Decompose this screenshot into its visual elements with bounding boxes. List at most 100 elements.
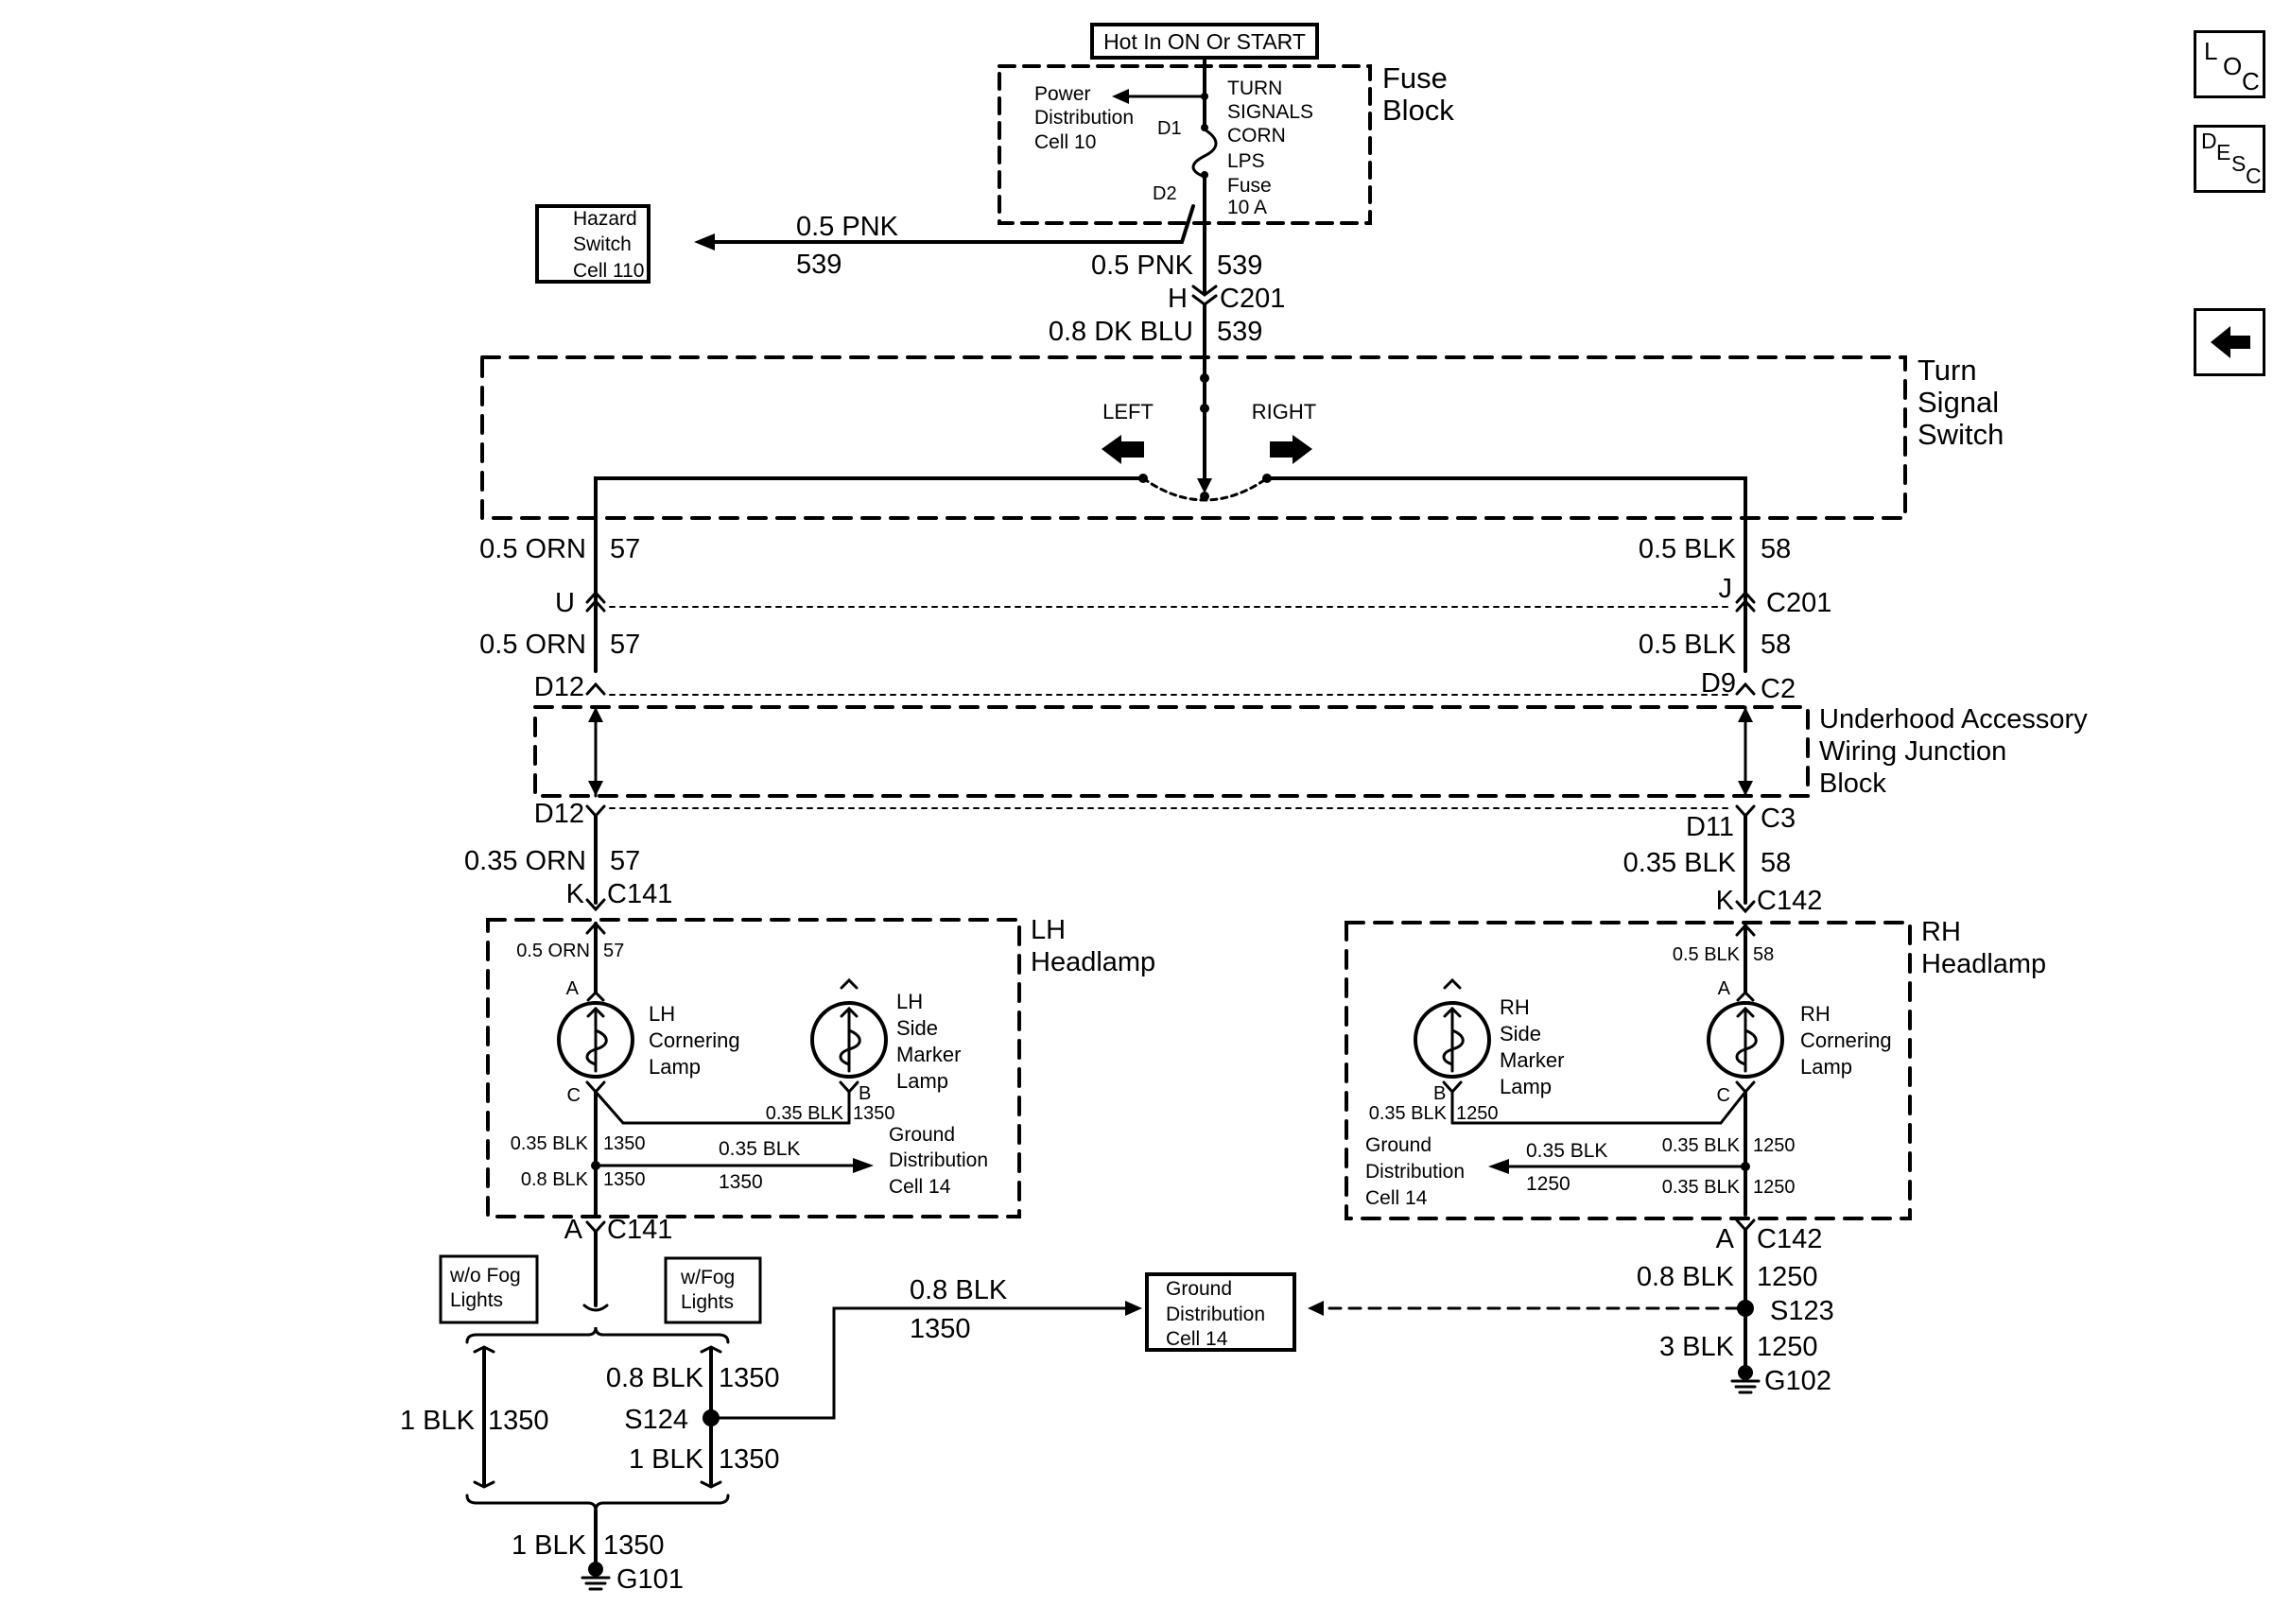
right-connector-c2: C2 — [1761, 674, 1796, 704]
link-circuit-label: 1350 — [910, 1314, 971, 1344]
left-connector-c141: C141 — [607, 879, 672, 909]
hazard-wire-label: 0.5 PNK — [796, 212, 899, 242]
loc-letter-c: C — [2242, 67, 2260, 95]
left-pin-d12-top: D12 — [534, 672, 584, 702]
splice-s124 — [703, 1409, 720, 1426]
left-circuit-1: 57 — [610, 534, 640, 564]
right-pin-j: J — [1719, 574, 1733, 604]
w-fog-box — [664, 1256, 762, 1324]
hazard-circuit-label: 539 — [796, 250, 842, 280]
option-brace-bottom — [465, 1494, 730, 1512]
lh-ref-circuit: 1350 — [719, 1171, 763, 1193]
location-button[interactable]: L O C — [2194, 30, 2265, 98]
rh-pin-a: A — [1718, 978, 1731, 999]
rh-side-ground-wire — [1450, 1090, 1747, 1125]
rh-in-circuit: 58 — [1753, 944, 1774, 965]
right-pin-d11: D11 — [1686, 812, 1734, 842]
fuse-icon — [1191, 128, 1218, 179]
left-arrow-icon — [1102, 435, 1144, 464]
rh-side-marker-lamp-label: RH Side Marker Lamp — [1500, 995, 1570, 1098]
fuse-pin-d2: D2 — [1153, 183, 1177, 204]
rh-ref-wire: 0.35 BLK — [1526, 1140, 1607, 1162]
feed-wire-1: 0.5 PNK — [1091, 251, 1194, 281]
lh-side-marker-lamp-icon — [810, 1001, 888, 1079]
rh-ground-circuit-2: 1250 — [1757, 1332, 1818, 1362]
rh-side-wire: 0.35 BLK — [1369, 1103, 1448, 1124]
back-button[interactable] — [2194, 308, 2265, 376]
fuse-block-box — [998, 64, 1372, 225]
switch-travel-arc — [1141, 476, 1269, 502]
lh-side-wire: 0.35 BLK — [766, 1103, 844, 1124]
lh-side-circuit: 1350 — [853, 1103, 895, 1124]
lh-ground-ref-arrow — [853, 1158, 874, 1173]
rh-pin-b: B — [1433, 1083, 1446, 1104]
g101-wire: 1 BLK — [512, 1530, 587, 1561]
splice-s124-label: S124 — [624, 1405, 688, 1435]
left-c141-connector-icon — [585, 898, 606, 912]
rh-ground-wire-2: 3 BLK — [1659, 1332, 1735, 1362]
feed-wire-2: 0.8 DK BLU — [1049, 317, 1193, 347]
lh-side-marker-lamp-label: LH Side Marker Lamp — [896, 990, 967, 1093]
lh-gnd2-wire: 0.8 BLK — [521, 1169, 589, 1190]
right-connector-c3: C3 — [1761, 803, 1796, 834]
splice-s123 — [1737, 1300, 1754, 1317]
right-wire-2: 0.5 BLK — [1639, 630, 1737, 660]
desc-letter-s: S — [2231, 151, 2247, 176]
rh-out-pin: A — [1716, 1224, 1735, 1254]
right-circuit-3: 58 — [1761, 848, 1791, 878]
lh-cornering-ground-wire — [594, 1090, 851, 1125]
left-c2-connector-icon — [585, 682, 606, 696]
right-wire-1: 0.5 BLK — [1639, 534, 1737, 564]
power-distribution-ref: Power Distribution Cell 10 — [1034, 83, 1139, 153]
feed-connector: C201 — [1220, 284, 1285, 314]
w-fog-circuit-1: 1350 — [719, 1363, 780, 1393]
wo-fog-wire: 1 BLK — [400, 1406, 476, 1436]
wo-fog-label: w/o Fog Lights — [449, 1265, 527, 1311]
hazard-switch-label: Hazard Switch Cell 110 — [573, 208, 645, 282]
lh-pin-c: C — [567, 1085, 581, 1106]
right-connector-c142: C142 — [1757, 886, 1822, 916]
lh-gnd1-wire: 0.35 BLK — [511, 1133, 589, 1154]
description-button[interactable]: D E S C — [2194, 125, 2265, 193]
rh-headlamp-box — [1345, 921, 1912, 1220]
option-brace-top — [465, 1326, 730, 1344]
fuse-label: TURN SIGNALS CORN LPS Fuse 10 A — [1227, 78, 1319, 218]
lh-ref-wire: 0.35 BLK — [719, 1138, 800, 1160]
lh-in-wire: 0.5 ORN — [516, 941, 590, 961]
rh-gnd2-circuit: 1250 — [1753, 1177, 1796, 1198]
feed-pin: H — [1168, 284, 1188, 314]
rh-gnd1-circuit: 1250 — [1753, 1135, 1796, 1156]
right-connector-c201: C201 — [1766, 588, 1831, 618]
c201-feed-connector-icon — [1191, 285, 1218, 297]
rh-out-connector: C142 — [1757, 1224, 1822, 1254]
ground-distribution-label: Ground Distribution Cell 14 — [1166, 1278, 1271, 1350]
power-source-label: Hot In ON Or START — [1103, 29, 1306, 54]
left-circuit-3: 57 — [610, 846, 640, 876]
link-wire-label: 0.8 BLK — [910, 1275, 1008, 1305]
rh-ground-circuit-1: 1250 — [1757, 1262, 1818, 1292]
lh-ground-ref-label: Ground Distribution Cell 14 — [889, 1124, 994, 1198]
hazard-arrow — [694, 233, 715, 251]
rh-side-marker-lamp-icon — [1414, 1001, 1491, 1079]
right-pin-k: K — [1716, 886, 1735, 916]
power-ref-arrow — [1112, 89, 1129, 104]
left-pin-k: K — [566, 879, 585, 909]
splice-s123-label: S123 — [1770, 1296, 1834, 1326]
left-label: LEFT — [1102, 400, 1154, 423]
lh-gnd1-circuit: 1350 — [603, 1133, 646, 1154]
junction-block-box — [533, 705, 1810, 798]
ground-distribution-box — [1145, 1272, 1296, 1352]
rh-in-wire: 0.5 BLK — [1673, 944, 1741, 965]
left-wire-2: 0.5 ORN — [479, 630, 586, 660]
wo-fog-circuit: 1350 — [488, 1406, 549, 1436]
lh-out-pin: A — [564, 1215, 583, 1245]
hazard-switch-box — [535, 204, 651, 284]
left-c201-connector-icon — [585, 590, 606, 604]
ground-g101-label: G101 — [616, 1564, 684, 1595]
left-pin-d12-bottom: D12 — [534, 799, 584, 829]
